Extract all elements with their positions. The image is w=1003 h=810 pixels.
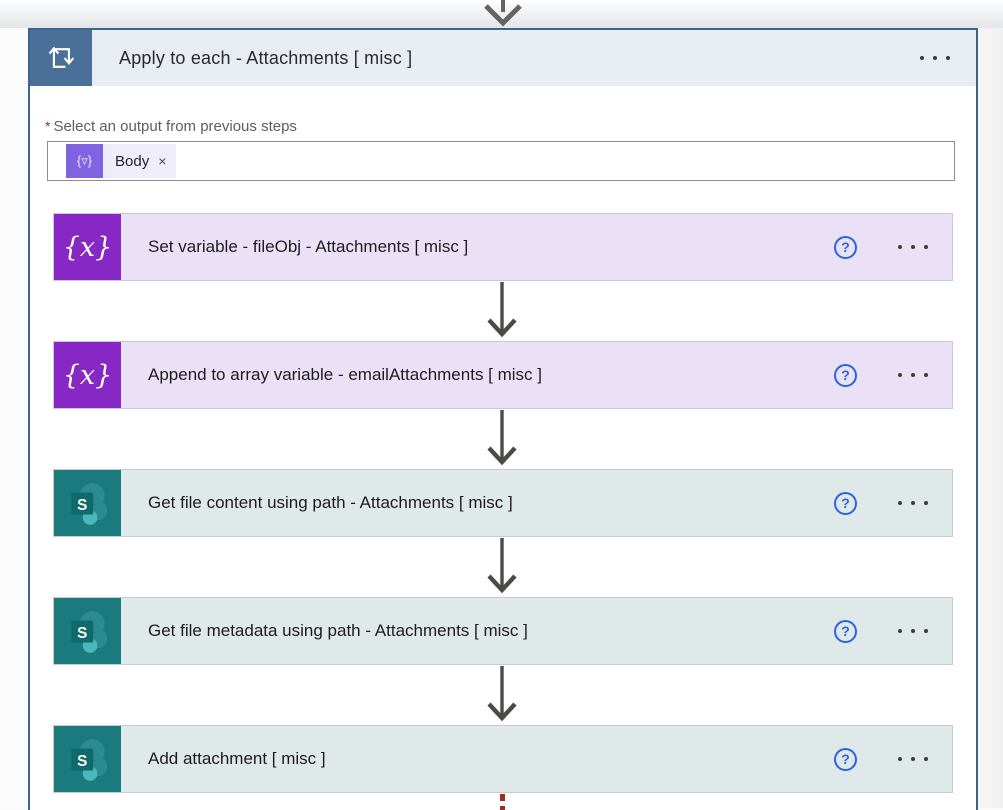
required-marker: *	[45, 118, 51, 134]
apply-to-each-loop-icon	[30, 30, 92, 86]
canvas-left-band	[0, 28, 28, 808]
action-card-get-file-metadata[interactable]: S Get file metadata using path - Attachm…	[53, 597, 953, 665]
scope-titlebar[interactable]: Apply to each - Attachments [ misc ]	[92, 30, 976, 86]
variable-connector-icon: {x}	[54, 342, 121, 408]
action-card-append-array[interactable]: {x} Append to array variable - emailAtta…	[53, 341, 953, 409]
insert-step-arrow[interactable]	[53, 665, 951, 725]
scope-body: *Select an output from previous steps {▿…	[30, 86, 976, 810]
help-icon[interactable]: ?	[834, 747, 857, 771]
dynamic-content-token[interactable]: {▿} Body ×	[66, 144, 177, 178]
canvas-right-band	[978, 28, 1003, 808]
action-card-set-variable[interactable]: {x} Set variable - fileObj - Attachments…	[53, 213, 953, 281]
action-title: Append to array variable - emailAttachme…	[148, 365, 542, 384]
error-connector-line	[53, 793, 951, 810]
apply-to-each-header[interactable]: Apply to each - Attachments [ misc ]	[30, 30, 976, 86]
action-title: Add attachment [ misc ]	[148, 749, 326, 768]
insert-step-arrow[interactable]	[53, 281, 951, 341]
action-card-get-file-content[interactable]: S Get file content using path - Attachme…	[53, 469, 953, 537]
parameter-label: *Select an output from previous steps	[45, 118, 297, 135]
action-title: Get file content using path - Attachment…	[148, 493, 513, 512]
action-card-add-attachment[interactable]: S Add attachment [ misc ] ?	[53, 725, 953, 793]
svg-text:S: S	[77, 625, 87, 642]
help-icon[interactable]: ?	[834, 491, 857, 515]
help-icon[interactable]: ?	[834, 619, 857, 643]
scope-title: Apply to each - Attachments [ misc ]	[119, 47, 413, 68]
sharepoint-connector-icon: S	[54, 470, 121, 536]
ellipsis-menu-icon[interactable]	[896, 623, 930, 639]
help-icon[interactable]: ?	[834, 235, 857, 259]
ellipsis-menu-icon[interactable]	[896, 239, 930, 255]
ellipsis-menu-icon[interactable]	[896, 495, 930, 511]
apply-to-each-scope: Apply to each - Attachments [ misc ] *Se…	[28, 28, 978, 810]
ellipsis-menu-icon[interactable]	[896, 367, 930, 383]
scope-ellipsis-menu-icon[interactable]	[918, 50, 952, 66]
output-select-input[interactable]: {▿} Body ×	[47, 141, 955, 181]
token-remove-icon[interactable]: ×	[158, 153, 167, 169]
dynamic-content-icon: {▿}	[66, 144, 103, 178]
variable-connector-icon: {x}	[54, 214, 121, 280]
action-title: Get file metadata using path - Attachmen…	[148, 621, 528, 640]
sharepoint-connector-icon: S	[54, 598, 121, 664]
help-icon[interactable]: ?	[834, 363, 857, 387]
insert-step-arrow[interactable]	[53, 537, 951, 597]
ellipsis-menu-icon[interactable]	[896, 751, 930, 767]
svg-text:S: S	[77, 753, 87, 770]
insert-step-arrow[interactable]	[53, 409, 951, 469]
incoming-flow-arrow-icon	[481, 0, 525, 32]
nested-actions: {x} Set variable - fileObj - Attachments…	[30, 213, 976, 810]
action-title: Set variable - fileObj - Attachments [ m…	[148, 237, 469, 256]
svg-text:S: S	[77, 497, 87, 514]
token-label: Body	[115, 152, 150, 170]
sharepoint-connector-icon: S	[54, 726, 121, 792]
